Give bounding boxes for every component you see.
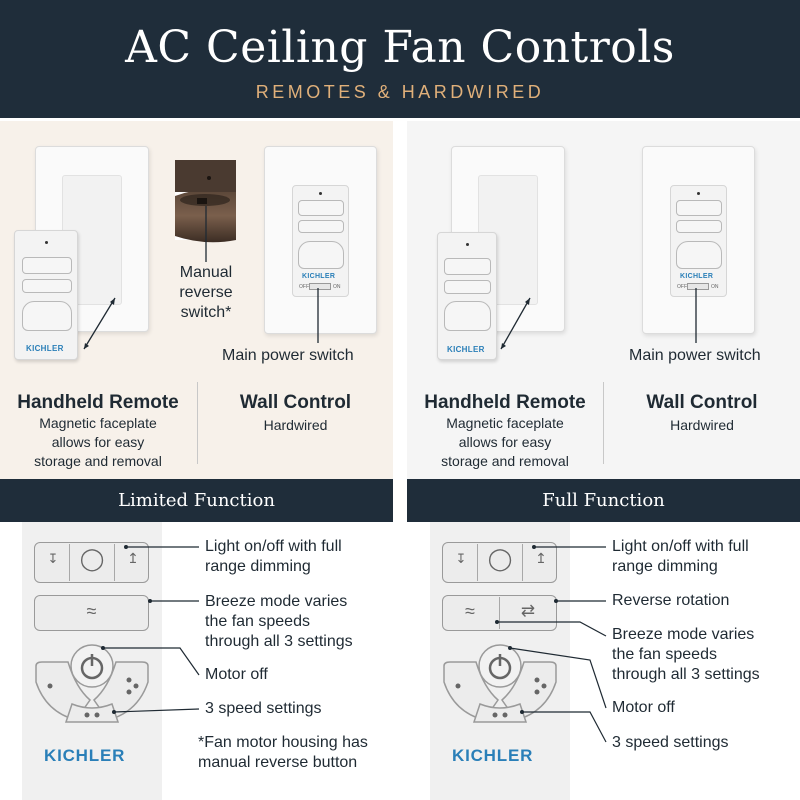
kichler-logo-large: KICHLER xyxy=(44,746,126,765)
light-button-group xyxy=(442,542,557,583)
wall-control-right: KICHLER OFF ON xyxy=(642,146,755,334)
wall-control-desc-right: Hardwired xyxy=(670,417,734,433)
breeze-callout-left: Breeze mode varies the fan speeds throug… xyxy=(205,593,353,650)
wall-control-desc-left: Hardwired xyxy=(263,417,328,433)
handheld-remote-right: KICHLER xyxy=(437,232,497,360)
speed-cluster xyxy=(443,644,557,723)
bulb-icon: ◯ xyxy=(79,546,105,571)
switch-off-label: OFF xyxy=(299,284,309,290)
full-function-remote: ↧ ◯ ↥ ≈ ⇄ KICHLER xyxy=(430,522,570,800)
breeze-button xyxy=(34,595,149,631)
dim-up-icon: ↥ xyxy=(127,550,139,566)
full-function-band: Full Function xyxy=(407,479,800,522)
bulb-icon: ◯ xyxy=(487,546,513,571)
page-subtitle: REMOTES & HARDWIRED xyxy=(255,82,545,102)
kichler-logo: KICHLER xyxy=(447,345,485,354)
manual-reverse-label: Manual reverse switch* xyxy=(179,264,233,321)
reverse-callout-right: Reverse rotation xyxy=(612,592,730,609)
switch-on-label: ON xyxy=(711,284,719,290)
breeze-button xyxy=(22,279,72,293)
dim-up-icon: ↥ xyxy=(535,550,547,566)
kichler-logo: KICHLER xyxy=(26,344,64,353)
switch-on-label: ON xyxy=(333,284,341,290)
heading-separator-left xyxy=(197,382,198,464)
wall-control-heading-left: Wall Control xyxy=(239,392,352,413)
breeze-icon: ≈ xyxy=(465,601,475,621)
speeds-callout-right: 3 speed settings xyxy=(612,734,729,751)
switch-off-label: OFF xyxy=(677,284,687,290)
footnote-left: *Fan motor housing has manual reverse bu… xyxy=(198,734,368,771)
light-dim-buttons xyxy=(22,257,72,274)
kichler-logo: KICHLER xyxy=(302,273,336,280)
light-callout-right: Light on/off with full range dimming xyxy=(612,538,749,575)
page-title: AC Ceiling Fan Controls xyxy=(125,22,675,73)
breeze-icon: ≈ xyxy=(86,601,97,621)
speed-cluster xyxy=(22,301,72,331)
reverse-icon: ⇄ xyxy=(520,601,536,620)
speed-cluster xyxy=(35,644,149,723)
header-banner: AC Ceiling Fan Controls REMOTES & HARDWI… xyxy=(0,0,800,118)
limited-function-band: Limited Function xyxy=(0,479,393,522)
wall-control-heading-right: Wall Control xyxy=(646,392,758,413)
handheld-remote-heading-left: Handheld Remote xyxy=(17,392,179,413)
heading-separator-right xyxy=(603,382,604,464)
light-button-group xyxy=(34,542,149,583)
handheld-remote-desc-right: Magnetic faceplate allows for easy stora… xyxy=(441,415,569,469)
motor-off-callout-left: Motor off xyxy=(205,666,268,683)
handheld-remote-left: KICHLER xyxy=(14,230,78,360)
handheld-remote-heading-right: Handheld Remote xyxy=(424,392,586,413)
main-power-label-right: Main power switch xyxy=(629,347,761,364)
kichler-logo-large: KICHLER xyxy=(452,746,534,765)
motor-off-callout-right: Motor off xyxy=(612,699,675,716)
kichler-logo: KICHLER xyxy=(680,273,714,280)
light-callout-left: Light on/off with full range dimming xyxy=(205,538,342,575)
main-power-switch xyxy=(687,283,709,290)
limited-function-remote: ↧ ◯ ↥ ≈ KICHLER xyxy=(22,522,162,800)
column-divider xyxy=(393,118,407,800)
handheld-remote-desc-left: Magnetic faceplate allows for easy stora… xyxy=(34,415,162,469)
main-power-switch xyxy=(309,283,331,290)
main-power-label-left: Main power switch xyxy=(222,347,354,364)
breeze-callout-right: Breeze mode varies the fan speeds throug… xyxy=(612,626,760,683)
dim-down-icon: ↧ xyxy=(455,551,467,566)
wall-control-left: KICHLER OFF ON xyxy=(264,146,377,334)
dim-down-icon: ↧ xyxy=(47,551,59,566)
speeds-callout-left: 3 speed settings xyxy=(205,700,322,717)
